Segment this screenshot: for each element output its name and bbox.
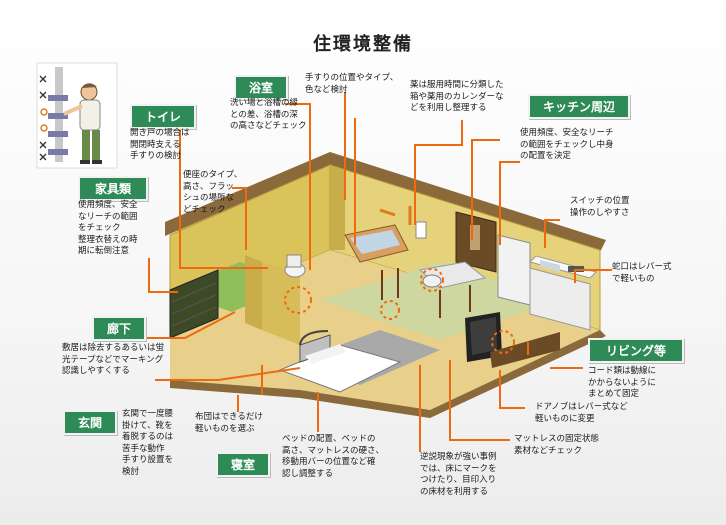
note-disorientation: 逆説現象が強い事例 では、床にマークを つけたり、目印入り の床材を利用する [420, 452, 497, 497]
note-mattress: マットレスの固定状態 素材などチェック [514, 434, 600, 456]
note-furniture: 使用頻度、安全 なリーチの範囲 をチェック 整理衣替えの時 期に転倒注意 [78, 200, 138, 256]
note-handrail: 手すりの位置やタイプ、 色など検討 [305, 73, 399, 95]
note-living: コード類は動線に かからないように まとめて固定 [588, 366, 657, 399]
note-faucet: 蛇口はレバー式 で軽いもの [612, 262, 672, 284]
note-futon: 布団はできるだけ 軽いものを選ぶ [195, 412, 263, 434]
label-furniture: 家具類 [78, 176, 148, 201]
label-bedroom: 寝室 [216, 452, 270, 477]
note-toilet-seat: 便座のタイプ、 高さ、フラッ シュの場所な どチェック [183, 170, 243, 215]
diagram-title: 住環境整備 [313, 34, 413, 55]
note-kitchen: 使用頻度、安全なリーチ の範囲をチェックし中身 の配置を決定 [520, 128, 614, 161]
label-living: リビング等 [588, 338, 684, 363]
note-bedroom: ベッドの配置、ベッドの 高さ、マットレスの硬さ、 移動用バーの位置など確 認し調… [282, 434, 385, 479]
label-entrance: 玄関 [63, 410, 117, 435]
leader-lines [125, 92, 612, 452]
label-bath: 浴室 [234, 75, 288, 100]
note-bath: 洗い場と浴槽の縁 との差、浴槽の深 の高さなどチェック [230, 98, 307, 131]
label-kitchen: キッチン周辺 [528, 94, 630, 119]
label-hallway: 廊下 [92, 316, 146, 341]
fixtures [169, 206, 597, 393]
inset-elderly-figure-icon [36, 62, 118, 169]
note-medicine: 薬は服用時間に分類した 箱や薬用のカレンダーな どを利用し整理する [410, 80, 504, 113]
note-toilet: 開き戸の場合は 開閉時支える 手すりの検討 [130, 128, 190, 161]
note-door-knob: ドアノブはレバー式など 軽いものに変更 [535, 402, 628, 424]
note-hallway: 敷居は除去するあるいは蛍 光テープなどでマーキング 認識しやすくする [62, 343, 165, 376]
note-entrance: 玄関で一度腰 掛けて、靴を 着脱するのは 苦手な動作 手すり設置を 検討 [122, 409, 174, 477]
note-switch: スイッチの位置 操作のしやすさ [570, 196, 630, 218]
label-toilet: トイレ [130, 104, 196, 129]
